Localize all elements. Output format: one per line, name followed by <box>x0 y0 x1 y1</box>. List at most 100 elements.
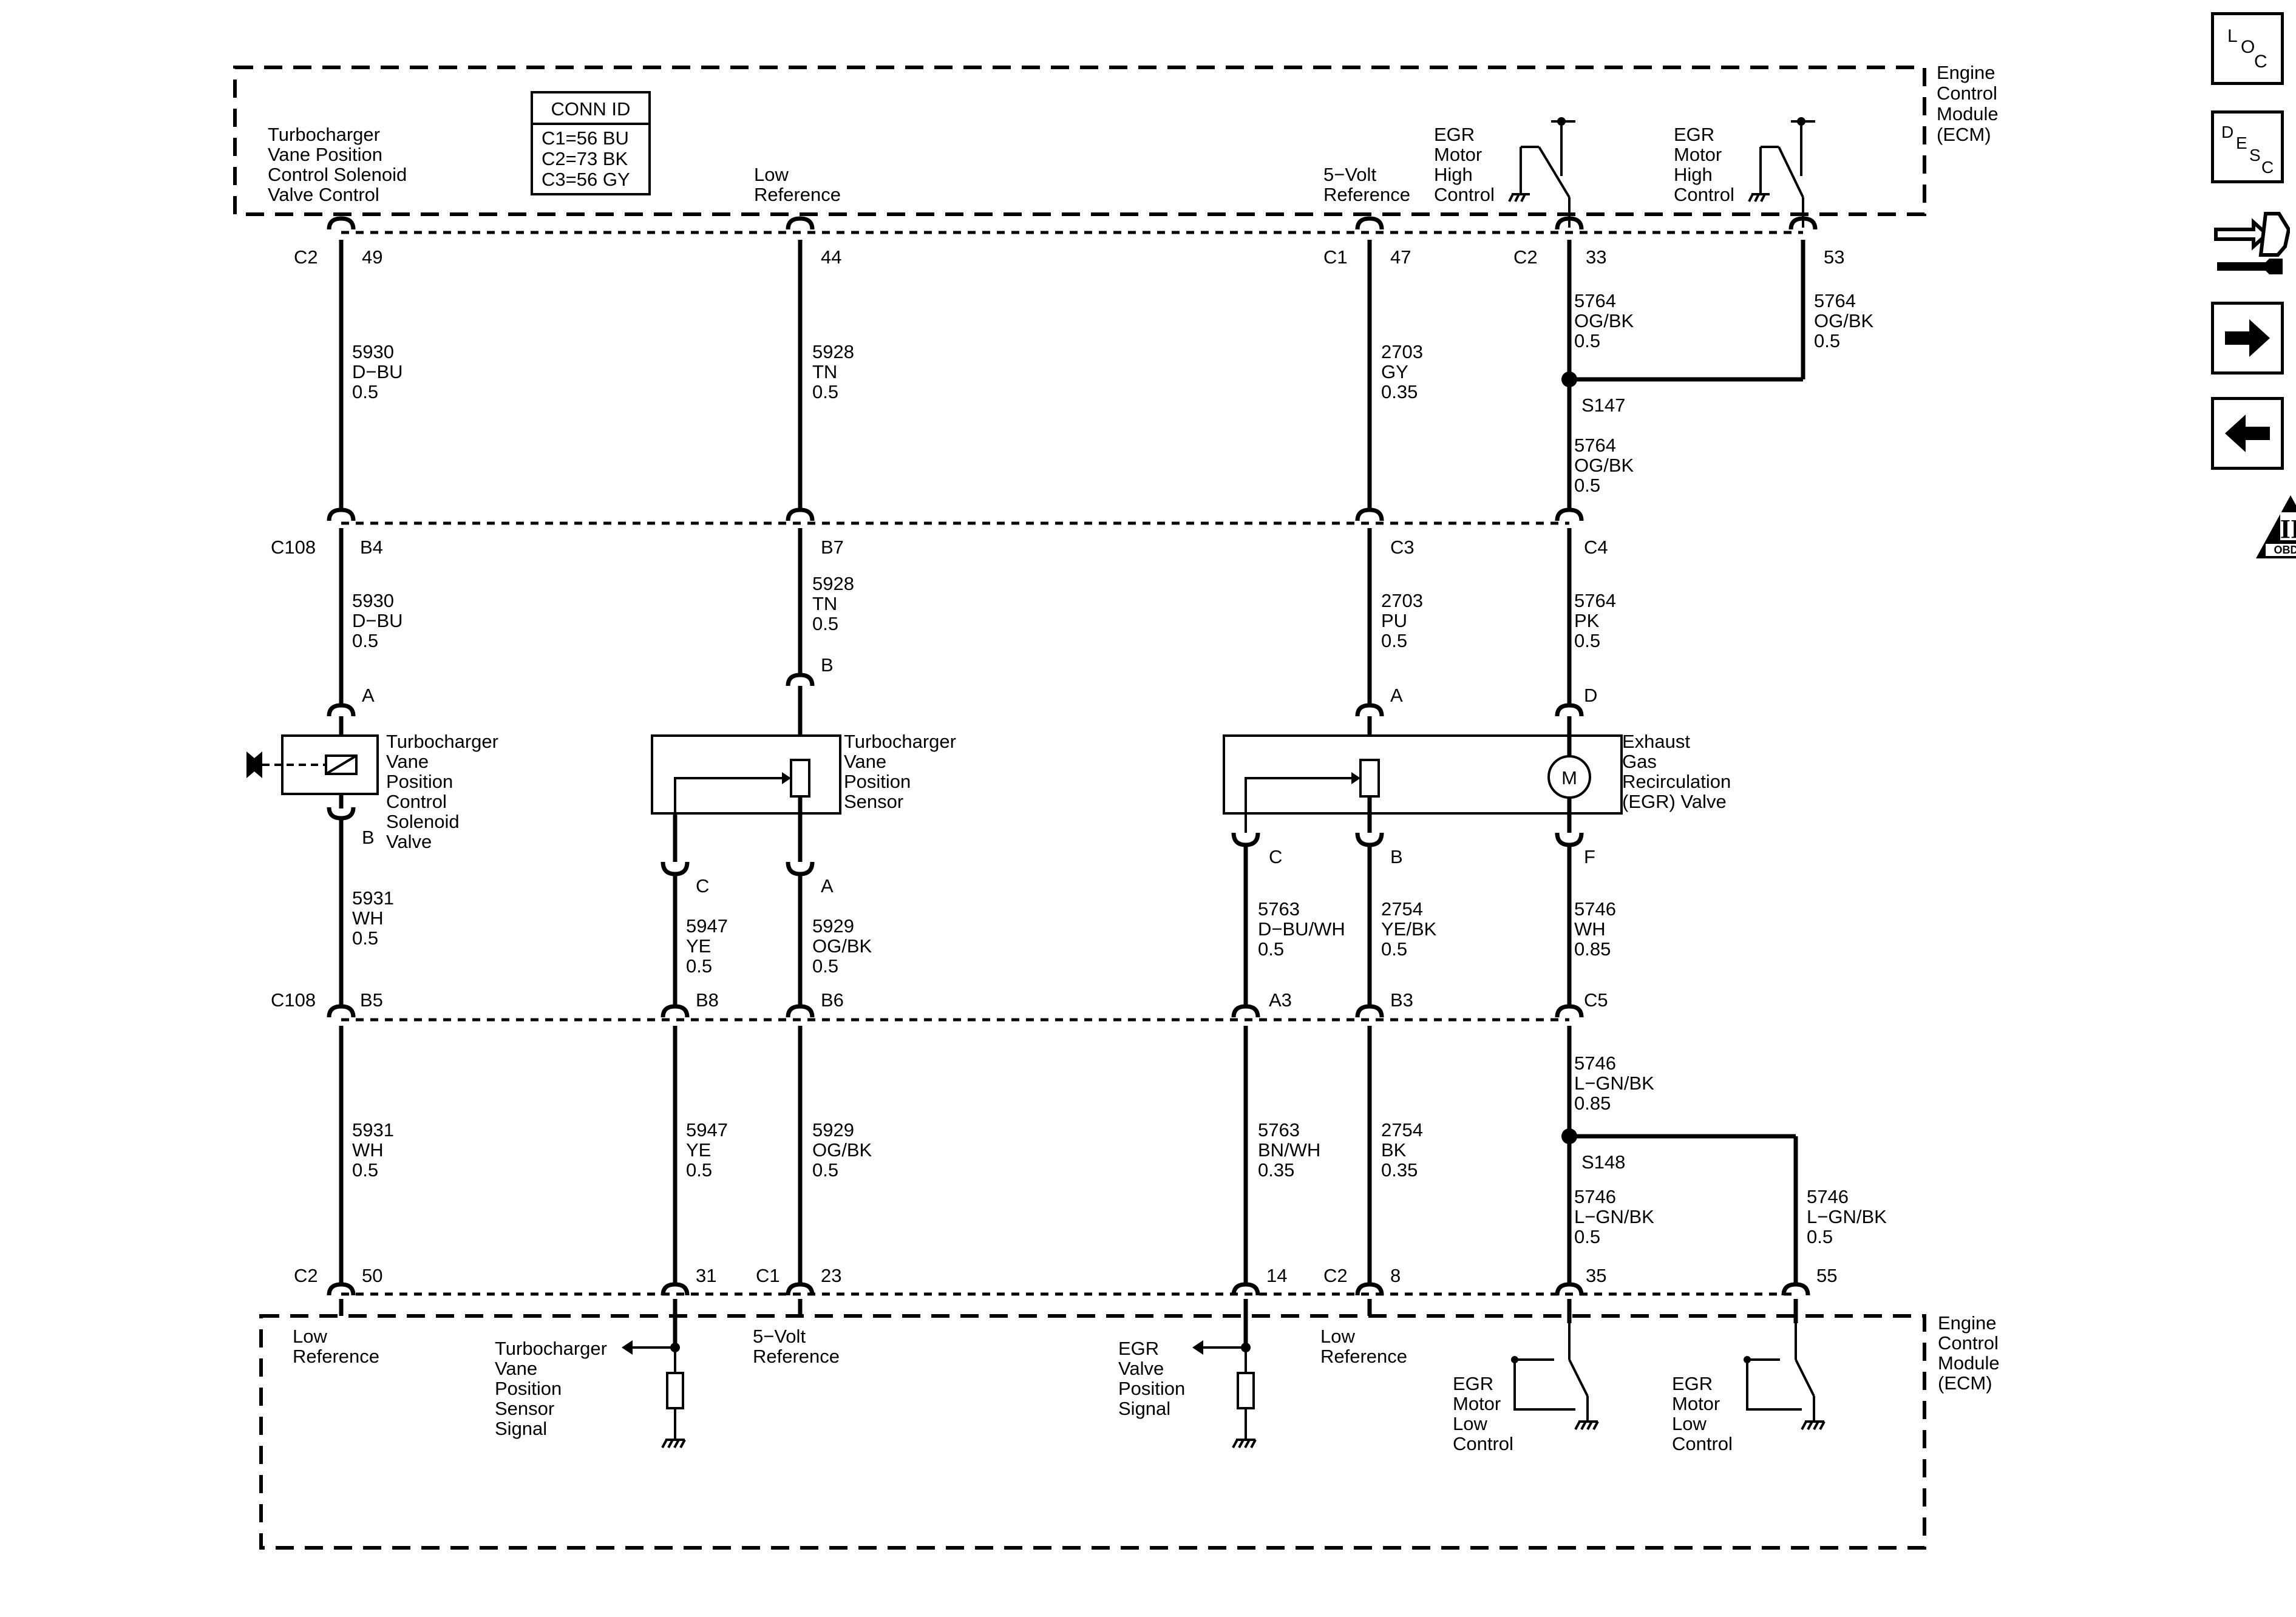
svg-text:High: High <box>1434 164 1473 185</box>
svg-text:Turbocharger: Turbocharger <box>495 1338 607 1359</box>
svg-text:2703: 2703 <box>1381 341 1423 362</box>
five-volt-reference-label: 5−Volt Reference <box>1323 164 1410 205</box>
pin-label: 35 <box>1586 1265 1606 1286</box>
egr-valve: M <box>1223 703 1623 847</box>
obd-icon: II OBD II <box>2256 495 2296 558</box>
pin-label: C5 <box>1584 989 1608 1011</box>
svg-text:Turbocharger: Turbocharger <box>386 731 498 752</box>
wire-segments-lower <box>339 1026 1798 1286</box>
svg-text:0.5: 0.5 <box>812 955 838 977</box>
egr-valve-label: Exhaust Gas Recirculation (EGR) Valve <box>1622 731 1731 812</box>
svg-text:Motor: Motor <box>1674 144 1722 165</box>
ecm-bottom-box <box>259 1314 1926 1550</box>
svg-text:5931: 5931 <box>352 887 394 909</box>
svg-text:L: L <box>2227 26 2238 46</box>
svg-text:Control: Control <box>1672 1433 1733 1454</box>
svg-text:5930: 5930 <box>352 590 394 611</box>
svg-text:0.5: 0.5 <box>1574 330 1600 351</box>
pin-label: C108 <box>271 537 316 558</box>
conn-id-box: CONN ID C1=56 BU C2=73 BK C3=56 GY <box>531 91 651 195</box>
previous-page-button[interactable] <box>2211 397 2284 470</box>
conn-id-row: C2=73 BK <box>542 148 628 169</box>
svg-text:Position: Position <box>495 1378 562 1399</box>
high-side-switch-icon <box>1748 117 1815 228</box>
pin-label: C1 <box>1323 246 1348 268</box>
pin-label: B3 <box>1390 989 1413 1011</box>
svg-text:5763: 5763 <box>1258 1119 1300 1141</box>
svg-text:0.5: 0.5 <box>1814 330 1840 351</box>
turbo-vane-control-label: Turbocharger Vane Position Control Solen… <box>268 124 407 205</box>
svg-text:(ECM): (ECM) <box>1938 1372 1992 1394</box>
svg-text:Motor: Motor <box>1434 144 1482 165</box>
svg-text:Low: Low <box>754 164 789 185</box>
desc-icon: D E S C <box>2221 123 2274 177</box>
desc-button[interactable]: D E S C <box>2211 110 2284 183</box>
wire-segments-mid-upper <box>339 528 1572 704</box>
pin-label: A <box>362 685 375 706</box>
svg-text:2754: 2754 <box>1381 898 1423 920</box>
svg-text:0.5: 0.5 <box>686 1159 712 1181</box>
svg-text:Recirculation: Recirculation <box>1622 771 1731 792</box>
pin-label: 44 <box>821 246 841 268</box>
svg-text:Control: Control <box>1453 1433 1513 1454</box>
svg-text:Reference: Reference <box>754 184 841 205</box>
svg-text:5746: 5746 <box>1807 1186 1849 1207</box>
pin-label: 8 <box>1390 1265 1401 1286</box>
svg-text:Control: Control <box>386 791 447 812</box>
svg-text:0.5: 0.5 <box>1574 1226 1600 1247</box>
pin-label: B <box>821 654 834 676</box>
svg-text:Reference: Reference <box>1320 1346 1407 1367</box>
svg-text:YE: YE <box>686 935 711 957</box>
svg-text:D−BU: D−BU <box>352 361 403 382</box>
turbo-vane-solenoid-label: Turbocharger Vane Position Control Solen… <box>386 731 498 852</box>
svg-text:WH: WH <box>352 907 384 929</box>
svg-text:YE: YE <box>686 1139 711 1161</box>
pin-label: C3 <box>1390 537 1415 558</box>
connector-button[interactable] <box>2211 206 2291 282</box>
splice-s147 <box>1561 371 1577 387</box>
svg-text:Turbocharger: Turbocharger <box>268 124 380 145</box>
low-side-switch-icon <box>1744 1323 1826 1430</box>
pin-label: B6 <box>821 989 844 1011</box>
svg-text:L−GN/BK: L−GN/BK <box>1574 1073 1654 1094</box>
svg-text:0.35: 0.35 <box>1381 381 1418 402</box>
svg-text:Control: Control <box>1938 1332 1999 1354</box>
signal-pullup-resistor-icon <box>622 1340 686 1448</box>
svg-text:D: D <box>2221 123 2233 141</box>
svg-text:Reference: Reference <box>1323 184 1410 205</box>
svg-text:0.85: 0.85 <box>1574 938 1611 960</box>
svg-text:WH: WH <box>1574 918 1606 940</box>
pin-label: 50 <box>362 1265 382 1286</box>
high-side-switch-icon <box>1508 117 1575 228</box>
svg-text:Control: Control <box>1674 184 1734 205</box>
loc-button[interactable]: L O C <box>2211 12 2284 85</box>
connector-icon <box>2214 212 2291 274</box>
svg-text:5947: 5947 <box>686 915 728 937</box>
svg-text:Vane Position: Vane Position <box>268 144 382 165</box>
svg-text:5764: 5764 <box>1814 290 1856 311</box>
svg-text:5763: 5763 <box>1258 898 1300 920</box>
svg-text:S: S <box>2249 146 2261 164</box>
pin-label: C2 <box>294 1265 318 1286</box>
svg-text:Exhaust: Exhaust <box>1622 731 1690 752</box>
next-page-button[interactable] <box>2211 302 2284 375</box>
pin-label: 49 <box>362 246 382 268</box>
pin-label: B <box>362 827 375 848</box>
egr-motor-high-control-label: EGR Motor High Control <box>1674 124 1734 205</box>
svg-text:5746: 5746 <box>1574 1053 1616 1074</box>
pin-label: 14 <box>1266 1265 1287 1286</box>
svg-text:YE/BK: YE/BK <box>1381 918 1437 940</box>
pin-label: C108 <box>271 989 316 1011</box>
svg-text:5947: 5947 <box>686 1119 728 1141</box>
obd-ii-button[interactable]: II OBD II <box>2251 490 2296 563</box>
connector-row-top <box>327 216 1818 234</box>
svg-text:0.5: 0.5 <box>1574 475 1600 496</box>
